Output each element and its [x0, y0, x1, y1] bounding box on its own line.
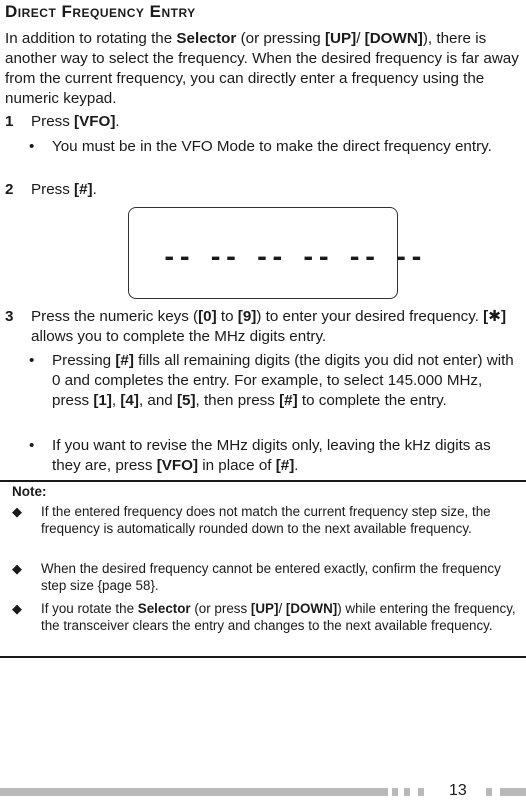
down-key: [DOWN] — [285, 601, 338, 616]
intro-paragraph: In addition to rotating the Selector (or… — [5, 30, 519, 107]
selector-key: Selector — [176, 30, 237, 47]
bullet-icon: • — [29, 138, 35, 155]
footer-tick — [486, 788, 492, 796]
footer-tick — [418, 788, 424, 796]
step-number: 2 — [5, 181, 14, 198]
footer-tick — [392, 788, 398, 796]
key-5: [5] — [176, 392, 196, 409]
note-bottom-rule — [0, 656, 526, 658]
key-9: [9] — [237, 308, 257, 325]
footer-bar — [0, 788, 388, 796]
star-key: [✱] — [483, 308, 507, 325]
down-key: [DOWN] — [364, 30, 423, 47]
diamond-icon: ◆ — [12, 601, 22, 616]
footer-tick — [404, 788, 410, 796]
vfo-key: [VFO] — [156, 457, 199, 474]
up-key: [UP] — [324, 30, 357, 47]
lcd-display: -- -- -- -- -- -- — [128, 207, 424, 299]
bullet-icon: • — [29, 352, 35, 369]
key-4: [4] — [120, 392, 139, 409]
asterisk-icon: ✱ — [488, 308, 501, 325]
up-key: [UP] — [250, 601, 279, 616]
bullet-icon: • — [29, 437, 35, 454]
step-number: 1 — [5, 113, 14, 130]
key-1: [1] — [93, 392, 112, 409]
selector-key: Selector — [137, 601, 191, 616]
hash-key: [#] — [115, 352, 134, 369]
hash-key: [#] — [279, 392, 298, 409]
note-top-rule — [0, 480, 526, 482]
vfo-key: [VFO] — [74, 113, 116, 130]
key-0: [0] — [198, 308, 217, 325]
hash-key: [#] — [74, 181, 93, 198]
diamond-icon: ◆ — [12, 504, 22, 519]
note-label: Note: — [12, 484, 47, 499]
section-title: Direct Frequency Entry — [5, 2, 196, 21]
page-number: 13 — [449, 782, 467, 799]
diamond-icon: ◆ — [12, 561, 22, 576]
lcd-digits: -- -- -- -- -- -- — [162, 243, 425, 271]
step-number: 3 — [5, 308, 14, 325]
hash-key: [#] — [275, 457, 295, 474]
footer-bar-end — [500, 788, 526, 796]
